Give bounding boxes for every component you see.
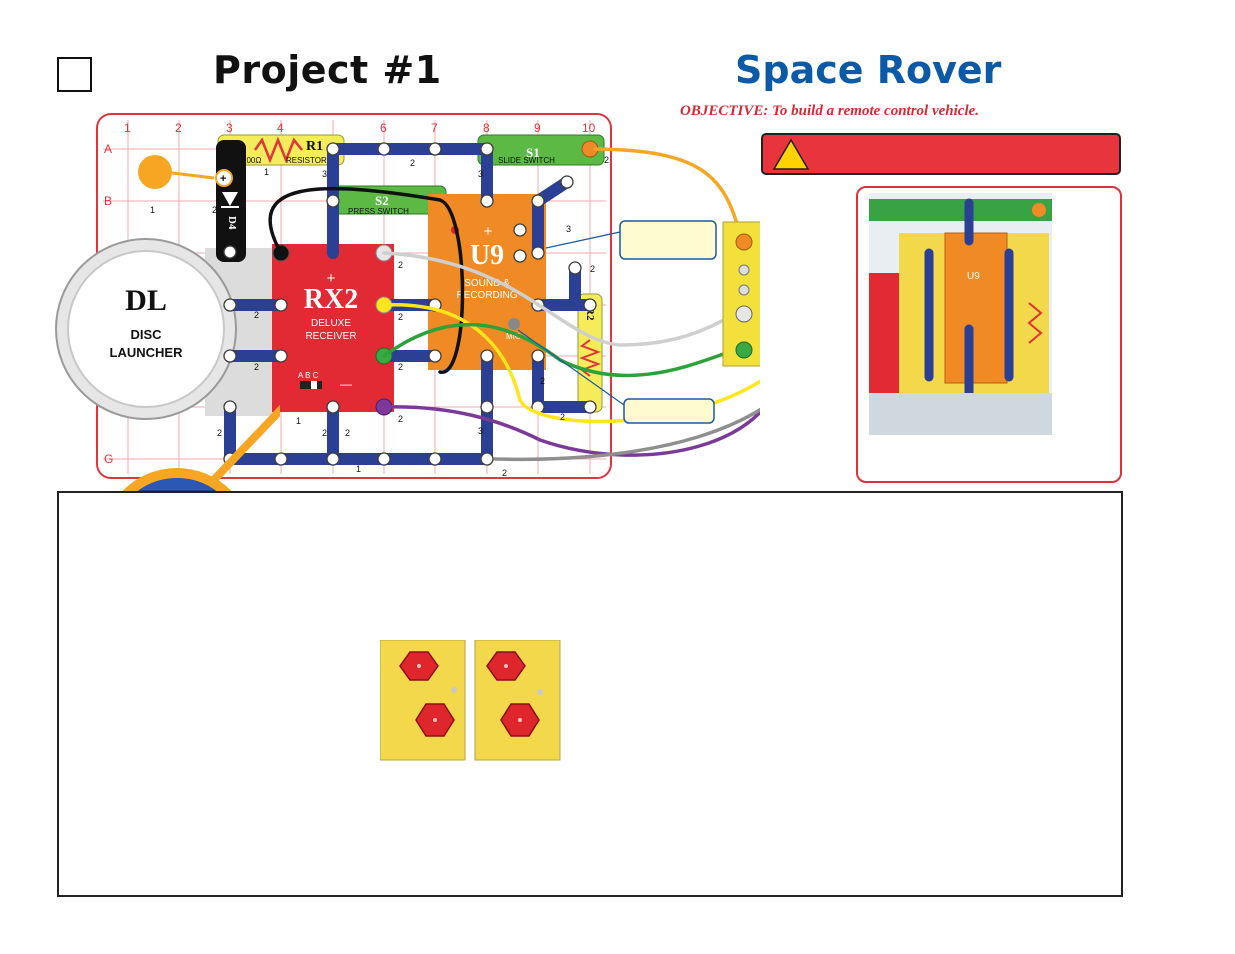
svg-text:3: 3 (322, 169, 327, 179)
svg-text:+: + (484, 223, 493, 240)
project-name: Space Rover (735, 48, 1002, 92)
rx2-switch-label: A B C (298, 371, 319, 380)
warning-bar (761, 133, 1121, 175)
svg-text:2: 2 (398, 312, 403, 322)
d4-name: D4 (226, 216, 238, 230)
rx2-line1: DELUXE (311, 318, 351, 329)
col-label: 9 (534, 121, 541, 135)
led-marker-dot (138, 155, 172, 189)
dl-line2: LAUNCHER (110, 345, 184, 360)
project-title: Project #1 (213, 48, 442, 92)
svg-text:—: — (340, 377, 352, 391)
r1-value: 100Ω (242, 156, 261, 165)
svg-text:2: 2 (217, 428, 222, 438)
svg-text:2: 2 (502, 468, 507, 478)
note-box-mic (623, 398, 715, 424)
svg-text:2: 2 (212, 205, 217, 215)
note-box-u9 (619, 220, 717, 260)
launcher-disc-photos (380, 640, 561, 761)
col-label: 8 (483, 121, 490, 135)
objective-text: OBJECTIVE: To build a remote control veh… (680, 103, 980, 119)
photo-u9-label: U9 (967, 271, 980, 282)
svg-text:1: 1 (296, 416, 301, 426)
s1-name: S1 (526, 145, 540, 160)
rx2-name: RX2 (304, 284, 358, 315)
svg-text:3: 3 (478, 426, 483, 436)
svg-text:1: 1 (356, 464, 361, 474)
row-label: A (104, 142, 112, 156)
circuit-photo: U9 (869, 193, 1052, 435)
u9-mic: MIC (506, 332, 521, 341)
svg-text:+: + (220, 173, 226, 185)
s2-name: S2 (375, 193, 389, 208)
r1-name: R1 (306, 139, 323, 154)
dl-line1: DISC (130, 327, 162, 342)
svg-text:2: 2 (322, 428, 327, 438)
svg-text:1: 1 (150, 205, 155, 215)
col-label: 7 (431, 121, 438, 135)
u9-line1: SOUND & (464, 278, 510, 289)
col-label: 10 (582, 121, 596, 135)
svg-text:2: 2 (254, 362, 259, 372)
svg-text:3: 3 (478, 169, 483, 179)
circuit-diagram: 1 2 3 4 6 7 8 9 10 A B G DL DISC LAUNCHE… (55, 113, 760, 479)
instruction-text-box (57, 491, 1123, 897)
svg-text:1: 1 (264, 167, 269, 177)
svg-text:2: 2 (540, 376, 545, 386)
rx2-receiver (272, 244, 394, 412)
svg-text:+: + (327, 270, 336, 287)
svg-text:2: 2 (398, 260, 403, 270)
dl-name: DL (125, 284, 167, 317)
col-label: 2 (175, 121, 182, 135)
svg-text:2: 2 (590, 264, 595, 274)
rx2-line2: RECEIVER (305, 331, 356, 342)
svg-text:2: 2 (345, 428, 350, 438)
svg-text:2: 2 (254, 310, 259, 320)
svg-text:2: 2 (560, 412, 565, 422)
s1-sub: SLIDE SWITCH (498, 156, 555, 165)
u9-name: U9 (470, 240, 504, 271)
jumper-wires (268, 147, 760, 462)
row-label: G (104, 452, 113, 466)
project-checkbox[interactable] (57, 57, 92, 92)
col-label: 3 (226, 121, 233, 135)
svg-text:3: 3 (566, 224, 571, 234)
warning-triangle-icon (772, 138, 810, 170)
col-label: 4 (277, 121, 284, 135)
r1-sub: RESISTOR (286, 156, 327, 165)
col-label: 6 (380, 121, 387, 135)
svg-text:2: 2 (398, 414, 403, 424)
col-label: 1 (124, 121, 131, 135)
u9-line2: RECORDING (456, 290, 517, 301)
svg-text:2: 2 (410, 158, 415, 168)
row-label: B (104, 194, 112, 208)
s2-sub: PRESS SWITCH (348, 207, 409, 216)
svg-text:2: 2 (398, 362, 403, 372)
svg-text:2: 2 (604, 155, 609, 165)
